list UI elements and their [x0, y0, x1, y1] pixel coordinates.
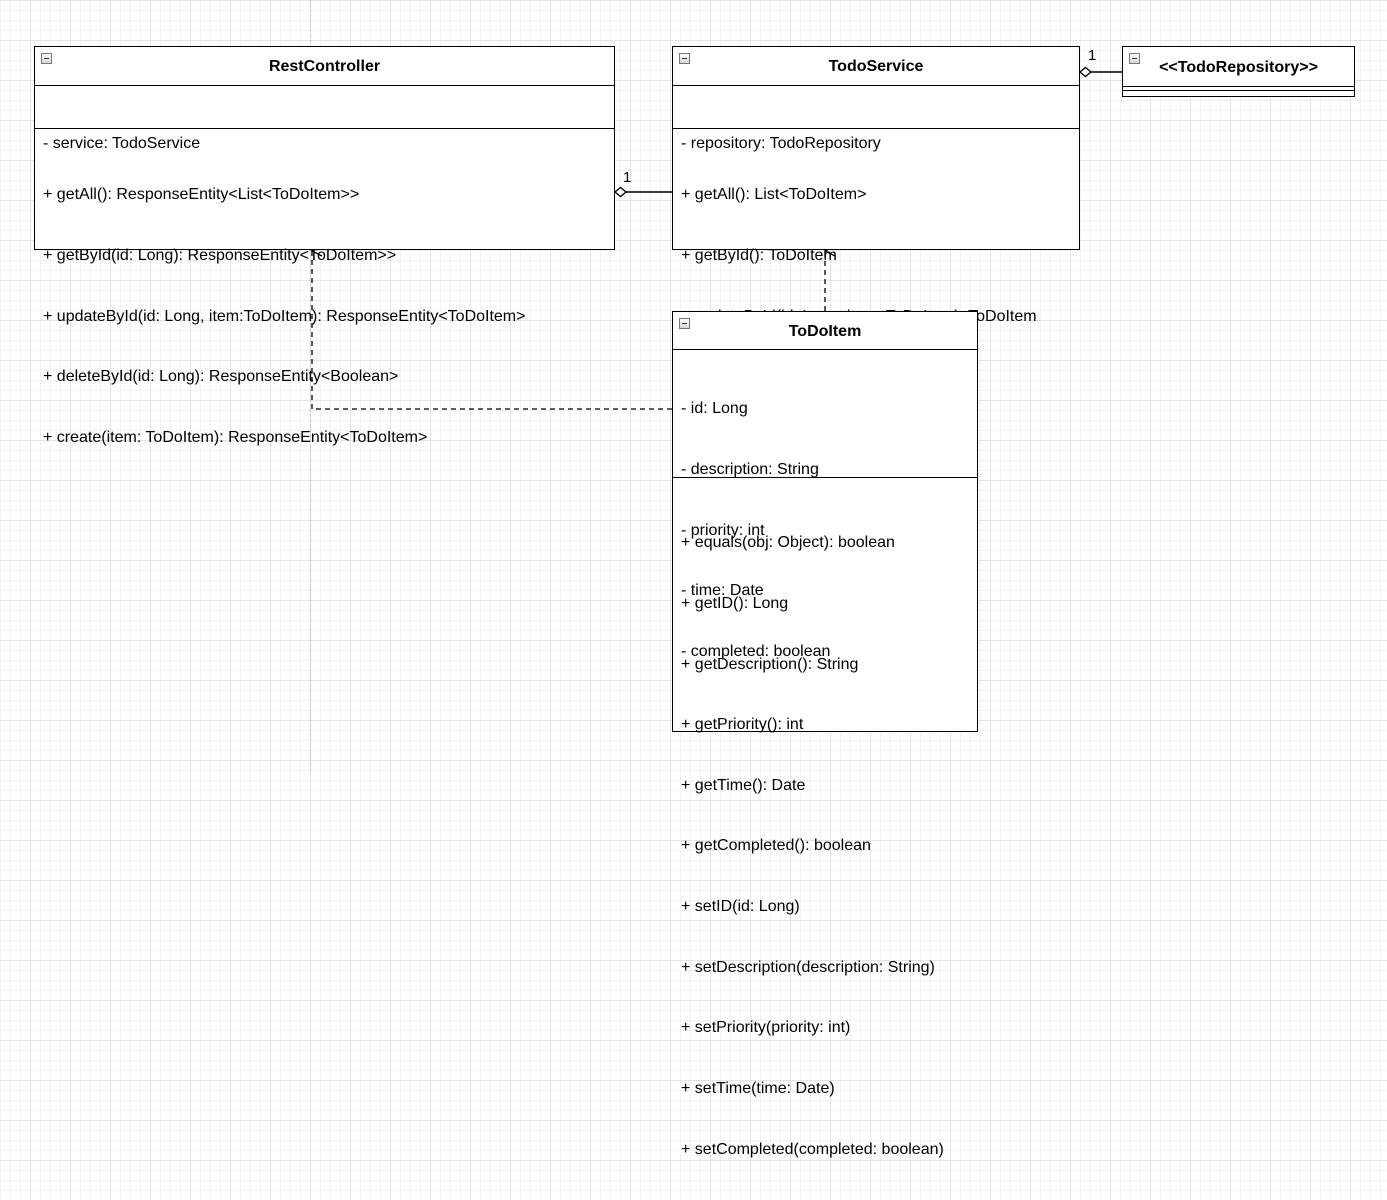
- multiplicity-label: 1: [1088, 47, 1097, 64]
- operation-row: + getDescription(): String: [681, 655, 859, 673]
- operation-row: + getCompleted(): boolean: [681, 837, 871, 855]
- class-todo-item[interactable]: ToDoItem - id: Long - description: Strin…: [672, 311, 978, 1158]
- operation-row: + getById(): ToDoItem: [681, 247, 837, 265]
- aggregation-diamond-controller: [613, 186, 628, 198]
- operation-row: + deleteById(id: Long): ResponseEntity<B…: [43, 368, 399, 386]
- multiplicity-label: 1: [623, 169, 632, 186]
- class-todo-service[interactable]: TodoService - repository: TodoRepository…: [672, 46, 1080, 446]
- attribute-row: - priority: int: [681, 521, 765, 539]
- class-title: TodoService: [828, 58, 924, 75]
- operation-row: + getTime(): Date: [681, 776, 806, 794]
- class-title: RestController: [268, 58, 381, 75]
- attribute-row: - description: String: [681, 461, 819, 479]
- operation-row: + create(item: ToDoItem): ResponseEntity…: [43, 428, 428, 446]
- class-header: RestController: [35, 47, 614, 86]
- collapse-icon[interactable]: [679, 318, 690, 329]
- operation-row: + setDescription(description: String): [681, 958, 935, 976]
- operation-row: + getById(id: Long): ResponseEntity<ToDo…: [43, 247, 397, 265]
- attribute-row: - repository: TodoRepository: [681, 135, 881, 153]
- attribute-row: - service: TodoService: [43, 135, 201, 153]
- attributes-section: - repository: TodoRepository: [673, 86, 1079, 152]
- class-header: ToDoItem: [673, 312, 977, 350]
- class-rest-controller[interactable]: RestController - service: TodoService + …: [34, 46, 615, 446]
- attributes-section: [1123, 87, 1354, 91]
- collapse-icon[interactable]: [1129, 53, 1140, 64]
- operation-row: + updateById(id: Long, item:ToDoItem): R…: [43, 307, 526, 325]
- dependency-item-to-controller[interactable]: [312, 251, 672, 410]
- class-header: <<TodoRepository>>: [1123, 47, 1354, 87]
- operation-row: + setID(id: Long): [681, 898, 800, 916]
- class-header: TodoService: [673, 47, 1079, 86]
- collapse-icon[interactable]: [679, 53, 690, 64]
- operation-row: + getAll(): ResponseEntity<List<ToDoItem…: [43, 186, 360, 204]
- operations-section: + getAll(): ResponseEntity<List<ToDoItem…: [35, 129, 614, 488]
- operation-row: + setCompleted(completed: boolean): [681, 1140, 944, 1158]
- operation-row: + equals(obj: Object): boolean: [681, 534, 895, 552]
- attribute-row: - completed: boolean: [681, 642, 831, 660]
- attribute-row: - time: Date: [681, 582, 764, 600]
- collapse-icon[interactable]: [41, 53, 52, 64]
- operation-row: + setTime(time: Date): [681, 1079, 835, 1097]
- class-todo-repository[interactable]: <<TodoRepository>>: [1122, 46, 1355, 97]
- operation-row: + getPriority(): int: [681, 716, 804, 734]
- operation-row: + getID(): Long: [681, 595, 789, 613]
- operation-row: + getAll(): List<ToDoItem>: [681, 186, 867, 204]
- class-title: ToDoItem: [788, 323, 862, 340]
- aggregation-diamond-service: [1078, 66, 1093, 78]
- relation-connectors: [0, 66, 1122, 410]
- class-title: <<TodoRepository>>: [1159, 59, 1318, 76]
- attributes-section: - service: TodoService: [35, 86, 614, 152]
- operation-row: + setPriority(priority: int): [681, 1019, 851, 1037]
- attributes-section: - id: Long - description: String - prior…: [673, 350, 977, 660]
- attribute-row: - id: Long: [681, 400, 748, 418]
- operations-section: [1123, 91, 1354, 96]
- canvas-guide-line: [310, 0, 311, 771]
